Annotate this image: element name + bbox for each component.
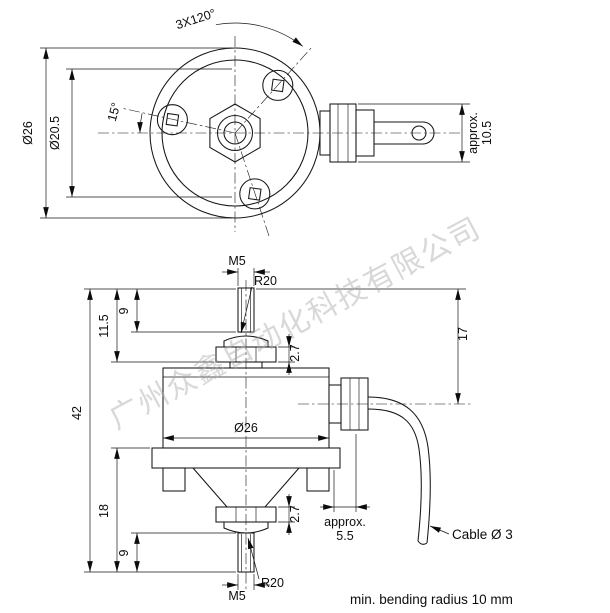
gland-offset-value: 5.5 — [336, 529, 353, 543]
dim-18: 18 — [97, 447, 150, 572]
dim-11-5-label: 11.5 — [97, 314, 111, 337]
side-view: M5 R20 2.7 17 42 11.5 — [70, 254, 513, 607]
dim-gland-offset: approx. 5.5 — [320, 434, 370, 543]
dim-m5-bottom: M5 — [222, 574, 270, 603]
gland-approx-value: 10.5 — [480, 121, 494, 145]
bend-radius-note: min. bending radius 10 mm — [350, 592, 513, 607]
dim-18-label: 18 — [97, 504, 111, 518]
centerlines-top — [98, 36, 462, 237]
dim-17-label: 17 — [456, 327, 470, 341]
dim-bolt-pattern-angle: 3X120° — [174, 6, 303, 47]
r20-bottom-label: R20 — [261, 576, 284, 590]
bolt-hole — [156, 104, 188, 136]
m5-top-label: M5 — [228, 254, 245, 268]
bolt-holes — [156, 69, 294, 210]
gland-offset-word: approx. — [324, 515, 366, 529]
dim-42: 42 — [70, 288, 236, 573]
dim-42-label: 42 — [70, 406, 84, 420]
dim-9-top-label: 9 — [117, 307, 131, 314]
bolt-circle-label: Ø20.5 — [48, 116, 62, 150]
dim-outer-diameter: Ø26 — [21, 47, 232, 219]
bolt-pattern-label: 3X120° — [174, 6, 217, 32]
watermark-text: 广州众鑫自动化科技有限公司 — [104, 211, 487, 435]
dim-17: 17 — [256, 288, 470, 404]
dim-gland-width: approx. 10.5 — [358, 103, 494, 163]
dim-r20-top: R20 — [240, 274, 277, 334]
outer-diameter-label: Ø26 — [21, 121, 35, 145]
cable — [367, 396, 431, 545]
dim-body-diameter: Ø26 — [163, 421, 329, 441]
dim-9-bottom: 9 — [117, 532, 236, 572]
dim-9-bottom-label: 9 — [117, 549, 131, 556]
nut-thickness-top-label: 2.7 — [288, 344, 302, 361]
top-view: Ø26 Ø20.5 approx. 10.5 3X120° 15° — [21, 6, 494, 237]
body-diameter-label: Ø26 — [234, 421, 258, 435]
dim-2-7-top: 2.7 — [278, 334, 302, 375]
dim-m5-top: M5 — [222, 254, 270, 286]
nut-thickness-bottom-label: 2.7 — [288, 505, 302, 522]
r20-top-label: R20 — [254, 274, 277, 288]
bolt-hole — [262, 69, 294, 101]
dim-r20-bottom: R20 — [247, 537, 284, 590]
m5-bottom-label: M5 — [228, 589, 245, 603]
cable-label: Cable Ø 3 — [452, 527, 513, 542]
dim-11-5: 11.5 — [97, 289, 214, 363]
dim-2-7-bottom: 2.7 — [278, 494, 302, 535]
cable-callout: Cable Ø 3 — [429, 525, 513, 542]
bolt-hole — [239, 178, 271, 210]
dim-9-top: 9 — [117, 289, 236, 333]
dim-hole-angle: 15° — [105, 101, 143, 134]
dim-bolt-circle: Ø20.5 — [48, 68, 232, 198]
hole-angle-label: 15° — [105, 101, 123, 123]
gland-approx-word: approx. — [466, 112, 480, 154]
